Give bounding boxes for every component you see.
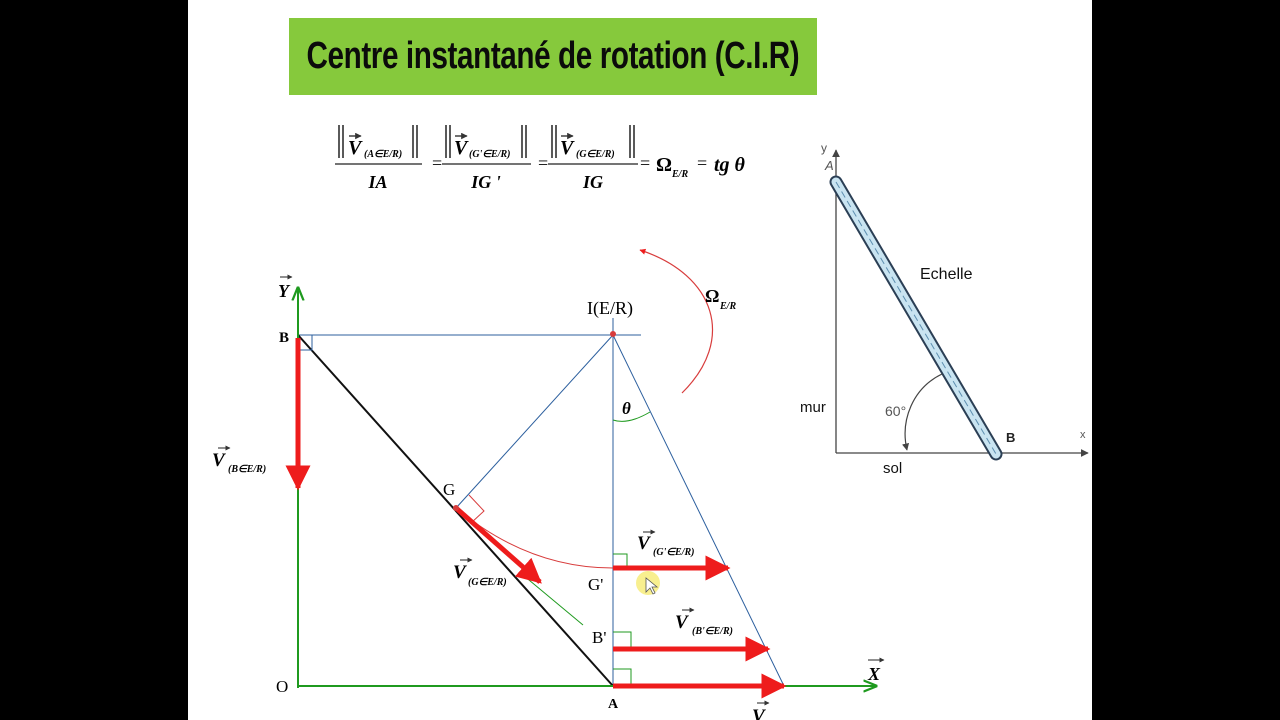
slide: Centre instantané de rotation (C.I.R)	[188, 0, 1092, 720]
svg-text:(G∈E/R): (G∈E/R)	[468, 577, 507, 588]
formula-sub-a: (A∈E/R)	[364, 149, 402, 160]
svg-text:V: V	[453, 562, 467, 583]
line-i-velocity-tips	[612, 334, 785, 687]
inset-label-mur: mur	[800, 399, 826, 416]
title-banner: Centre instantané de rotation (C.I.R)	[289, 18, 817, 95]
label-v-g2: V (G'∈E/R)	[637, 529, 695, 558]
svg-text:(B∈E/R): (B∈E/R)	[228, 464, 266, 475]
point-i-dot	[610, 331, 616, 337]
cursor-icon	[645, 577, 659, 595]
label-theta: θ	[622, 399, 631, 418]
formula-omega-sub: E/R	[671, 169, 688, 180]
right-angle-g	[468, 494, 485, 524]
label-v-b: V (B∈E/R)	[212, 445, 266, 475]
formula-num-g: V	[560, 137, 575, 159]
label-point-i: I(E/R)	[587, 298, 633, 319]
omega-arc-arrow	[639, 248, 714, 394]
right-angle-b	[298, 335, 313, 351]
label-point-g2: G'	[588, 575, 603, 594]
formula-den-g: IG	[582, 172, 603, 192]
formula-den-g2: IG '	[470, 172, 501, 192]
svg-text:(B'∈E/R): (B'∈E/R)	[692, 626, 733, 637]
inset-label-echelle: Echelle	[920, 266, 973, 283]
inset-angle-arc	[902, 373, 943, 451]
inset-label-sol: sol	[883, 460, 902, 477]
label-axis-x: X	[867, 657, 885, 684]
formula-eq-2: =	[538, 153, 548, 173]
formula-eq-4: =	[697, 153, 707, 173]
label-point-b2: B'	[592, 628, 606, 647]
formula-omega: Ω	[656, 154, 672, 176]
line-i-g	[455, 334, 614, 509]
svg-text:V: V	[212, 450, 226, 471]
right-angle-g2	[613, 553, 628, 568]
right-angle-a	[613, 668, 632, 686]
formula-num-a: V	[348, 137, 363, 159]
svg-text:V: V	[752, 706, 766, 720]
vector-v-g	[454, 506, 542, 584]
label-axis-y: Y	[278, 274, 293, 301]
svg-text:X: X	[867, 664, 881, 684]
formula-sub-g2: (G'∈E/R)	[469, 149, 511, 160]
ladder-bar	[829, 175, 1003, 461]
formula-sub-g: (G∈E/R)	[576, 149, 615, 160]
cir-diagram: Y X O A B G G' B' I(E/R) θ Ω E/R V (B∈E/…	[212, 248, 885, 720]
inset-label-angle: 60°	[885, 403, 906, 419]
slide-title: Centre instantané de rotation (C.I.R)	[306, 35, 800, 77]
formula-term-a: V (A∈E/R) IA	[335, 125, 422, 192]
label-omega: Ω E/R	[705, 286, 736, 312]
svg-text:E/R: E/R	[719, 301, 736, 312]
point-g-dot	[453, 505, 459, 511]
label-v-b2: V (B'∈E/R)	[675, 607, 733, 637]
formula-eq-3: =	[640, 153, 650, 173]
formula-num-g2: V	[454, 137, 469, 159]
figure-canvas: V (A∈E/R) IA = V (G'∈E/R) IG ' =	[212, 125, 1089, 720]
svg-text:Ω: Ω	[705, 286, 719, 306]
label-point-a: A	[608, 697, 619, 712]
formula-term-g2: V (G'∈E/R) IG '	[442, 125, 531, 192]
svg-text:V: V	[675, 612, 689, 633]
svg-text:Y: Y	[278, 281, 291, 301]
inset-label-a: A	[824, 158, 834, 173]
svg-text:V: V	[637, 533, 651, 554]
formula: V (A∈E/R) IA = V (G'∈E/R) IG ' =	[335, 125, 746, 192]
formula-term-g: V (G∈E/R) IG	[548, 125, 638, 192]
ladder-inset: y x A B Echelle mur sol 60°	[800, 141, 1089, 477]
formula-tg: tg θ	[714, 154, 746, 176]
svg-text:(G'∈E/R): (G'∈E/R)	[653, 547, 695, 558]
theta-arc	[612, 411, 651, 422]
inset-label-b: B	[1006, 430, 1015, 445]
inset-label-x: x	[1080, 429, 1086, 441]
right-angle-b2	[613, 631, 632, 649]
formula-den-a: IA	[367, 172, 387, 192]
leader-vg	[522, 574, 584, 626]
label-v-a-partial: V	[752, 700, 770, 720]
label-v-g: V (G∈E/R)	[453, 557, 507, 588]
label-origin: O	[276, 677, 288, 696]
label-point-b: B	[279, 330, 289, 346]
formula-eq-1: =	[432, 153, 442, 173]
inset-label-y: y	[821, 141, 827, 155]
label-point-g: G	[443, 480, 455, 499]
